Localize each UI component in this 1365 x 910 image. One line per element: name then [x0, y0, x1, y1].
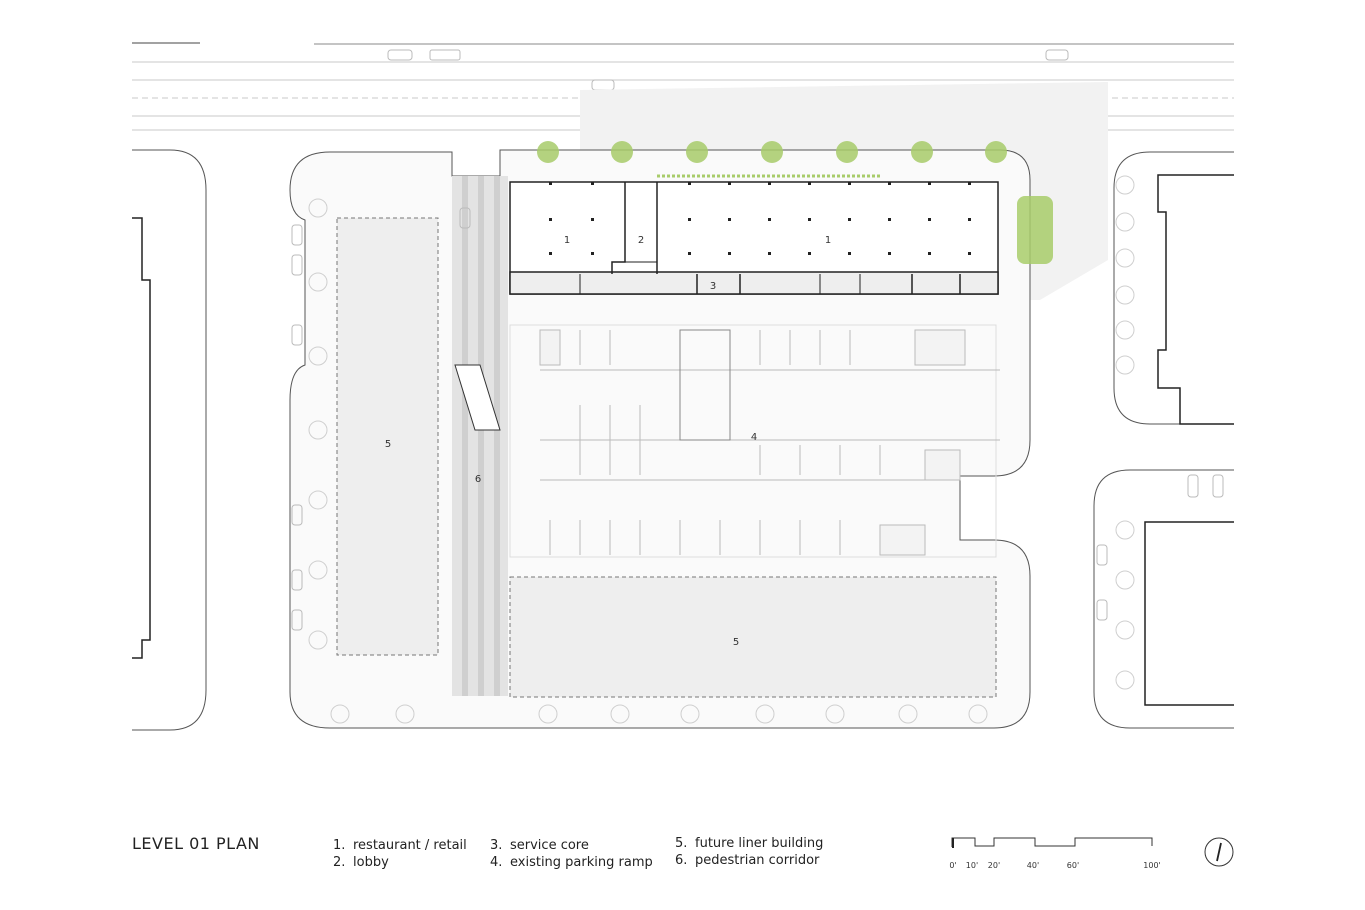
liner-building-south: [509, 576, 997, 698]
label-liner-west: 5: [385, 439, 391, 450]
parked-cars: [291, 207, 1224, 631]
legend-item: 5.future liner building: [675, 836, 824, 851]
planter: [454, 364, 501, 431]
street-trees: [537, 141, 1053, 264]
scale-tick-60: 60': [1067, 861, 1079, 870]
label-service-core: 3: [710, 281, 716, 292]
column-grid: [549, 182, 971, 255]
label-ped-corridor: 6: [475, 474, 481, 485]
scale-tick-100: 100': [1143, 861, 1160, 870]
page-title: LEVEL 01 PLAN: [132, 834, 260, 853]
northeast-building: [1157, 174, 1234, 425]
label-retail-west: 1: [564, 235, 570, 246]
liner-building-west: [336, 217, 439, 656]
legend-column-3: 5.future liner building 6.pedestrian cor…: [675, 835, 823, 869]
parking-stalls: [549, 330, 881, 555]
legend-column-1: 1.restaurant / retail 2.lobby: [333, 837, 467, 871]
southeast-block: [1093, 469, 1234, 729]
scale-tick-40: 40': [1027, 861, 1039, 870]
north-arrow-icon: [1204, 837, 1234, 867]
southeast-building: [1144, 521, 1234, 706]
perimeter-trees: [308, 175, 1135, 724]
label-retail-east: 1: [825, 235, 831, 246]
northeast-block: [1113, 151, 1234, 425]
west-block: [132, 149, 207, 731]
legend-item: 4.existing parking ramp: [490, 855, 653, 870]
scale-bar: 0' 10' 20' 40' 60' 100': [949, 837, 1161, 870]
legend-item: 3.service core: [490, 838, 589, 853]
legend-item: 2.lobby: [333, 855, 389, 870]
parking-ramp: [509, 324, 1000, 558]
scale-tick-20: 20': [988, 861, 1000, 870]
west-building: [132, 217, 151, 659]
legend-item: 6.pedestrian corridor: [675, 853, 820, 868]
scale-tick-0: 0': [949, 861, 956, 870]
label-liner-south: 5: [733, 637, 739, 648]
legend-column-2: 3.service core 4.existing parking ramp: [490, 837, 653, 871]
label-lobby: 2: [638, 235, 644, 246]
label-parking-ramp: 4: [751, 432, 757, 443]
pedestrian-corridor: [452, 176, 508, 696]
legend-item: 1.restaurant / retail: [333, 838, 467, 853]
scale-tick-10: 10': [966, 861, 978, 870]
main-building: [509, 181, 999, 295]
